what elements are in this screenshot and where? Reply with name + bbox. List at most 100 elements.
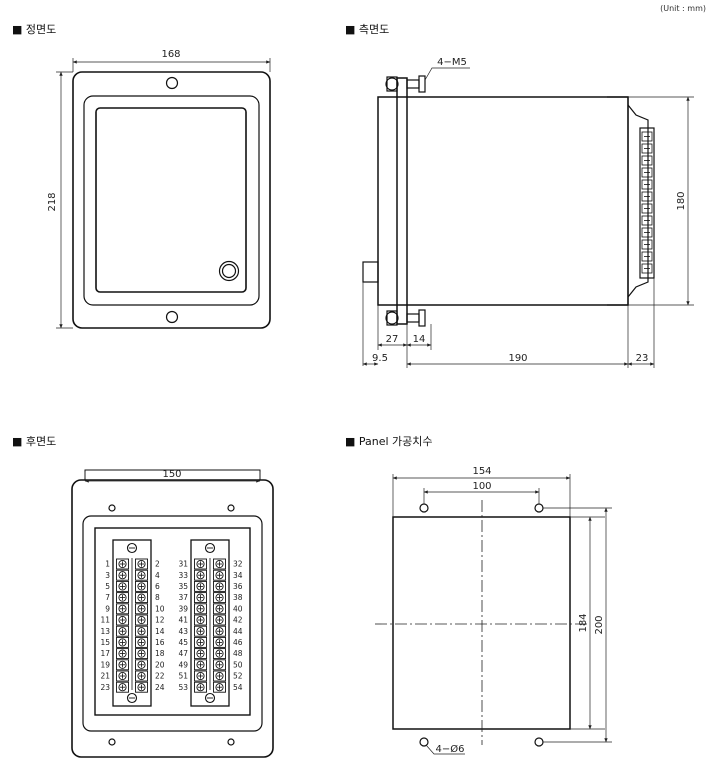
terminal-number: 21 <box>100 672 110 681</box>
terminal-number: 2 <box>155 560 160 569</box>
terminal-number: 47 <box>178 649 188 658</box>
terminal-screw-icon <box>215 571 224 580</box>
side-terminal-screw <box>641 203 653 214</box>
terminal-number: 22 <box>155 672 165 681</box>
terminal-screw-icon <box>118 571 127 580</box>
side-dim-190: 190 <box>508 353 527 364</box>
unit-label: (Unit : mm) <box>660 4 706 13</box>
terminal-screw-icon <box>137 660 146 669</box>
section-title-front: ■ 정면도 <box>12 23 56 36</box>
terminal-number: 51 <box>178 672 188 681</box>
side-terminal-screw <box>641 179 653 190</box>
terminal-number: 5 <box>105 582 110 591</box>
side-terminal-screw <box>641 155 653 166</box>
side-terminal-screw <box>641 227 653 238</box>
terminal-screw-icon <box>215 615 224 625</box>
terminal-number: 49 <box>178 660 188 669</box>
front-width-dim: 168 <box>161 49 180 60</box>
side-terminal-screw <box>641 263 653 274</box>
panel-dim-100: 100 <box>472 481 491 492</box>
side-dim-9-5: 9.5 <box>372 353 388 364</box>
side-height-dim: 180 <box>676 191 687 210</box>
section-title-panel: ■ Panel 가공치수 <box>345 435 433 448</box>
terminal-screw-icon <box>215 683 224 692</box>
terminal-screw-icon <box>137 683 146 692</box>
terminal-number: 11 <box>100 616 110 625</box>
terminal-number: 1 <box>105 560 110 569</box>
panel-centerlines <box>375 500 590 745</box>
terminal-screw-icon <box>118 649 127 658</box>
terminal-number: 33 <box>178 571 188 580</box>
terminal-number: 7 <box>105 593 110 602</box>
terminal-screw-icon <box>118 615 127 625</box>
terminal-number: 44 <box>233 627 243 636</box>
terminal-number: 20 <box>155 660 165 669</box>
terminal-screw-icon <box>215 582 224 591</box>
side-dim-27: 27 <box>386 334 399 345</box>
terminal-number: 50 <box>233 660 243 669</box>
side-terminal-screw <box>641 215 653 226</box>
side-terminal-screw <box>641 167 653 178</box>
rear-view <box>71 469 274 758</box>
terminal-screw-icon <box>196 571 205 580</box>
terminal-number: 15 <box>100 638 110 647</box>
terminal-screw-icon <box>118 604 127 613</box>
panel-dimensions <box>392 474 612 755</box>
side-terminal-screw <box>641 191 653 202</box>
terminal-screw-icon <box>118 627 127 636</box>
terminal-number: 4 <box>155 571 160 580</box>
terminal-screw-icon <box>215 660 224 669</box>
terminal-number: 18 <box>155 649 165 658</box>
terminal-number: 31 <box>178 560 188 569</box>
terminal-number: 37 <box>178 593 188 602</box>
terminal-number: 17 <box>100 649 110 658</box>
terminal-screw-icon <box>196 683 205 692</box>
terminal-number: 40 <box>233 604 243 613</box>
terminal-block-body <box>190 539 230 707</box>
terminal-number: 23 <box>100 683 110 692</box>
terminal-number: 52 <box>233 672 243 681</box>
terminal-screw-icon <box>196 604 205 613</box>
terminal-number: 53 <box>178 683 188 692</box>
front-height-dim: 218 <box>47 192 58 211</box>
side-terminal-screw <box>641 131 653 142</box>
terminal-number: 19 <box>100 660 110 669</box>
side-terminal-screw <box>641 239 653 250</box>
terminal-number: 36 <box>233 582 243 591</box>
terminal-screw-icon <box>215 627 224 636</box>
side-dim-14: 14 <box>413 334 426 345</box>
terminal-number: 42 <box>233 616 243 625</box>
terminal-number: 3 <box>105 571 110 580</box>
side-terminal-screw <box>641 251 653 262</box>
terminal-number: 6 <box>155 582 160 591</box>
panel-cutout <box>392 503 571 747</box>
section-title-rear: ■ 후면도 <box>12 435 56 448</box>
terminal-screw-icon <box>118 593 127 602</box>
terminal-number: 8 <box>155 593 160 602</box>
terminal-screw-icon <box>196 671 205 681</box>
rear-dimensions <box>84 472 261 483</box>
panel-dim-154: 154 <box>472 466 491 477</box>
terminal-number: 13 <box>100 627 110 636</box>
terminal-screw-icon <box>196 627 205 636</box>
terminal-block-body <box>112 539 152 707</box>
terminal-number: 24 <box>155 683 165 692</box>
terminal-number: 35 <box>178 582 188 591</box>
terminal-number: 32 <box>233 560 243 569</box>
terminal-number: 14 <box>155 627 165 636</box>
terminal-number: 54 <box>233 683 243 692</box>
terminal-number: 9 <box>105 604 110 613</box>
terminal-screw-icon <box>137 571 146 580</box>
terminal-screw-icon <box>137 615 146 625</box>
terminal-number: 43 <box>178 627 188 636</box>
terminal-number: 48 <box>233 649 243 658</box>
terminal-screw-icon <box>215 649 224 658</box>
terminal-number: 45 <box>178 638 188 647</box>
terminal-screw-icon <box>196 593 205 602</box>
panel-holes-label: 4−Ø6 <box>436 743 465 755</box>
terminal-number: 39 <box>178 604 188 613</box>
terminal-screw-icon <box>196 559 205 569</box>
side-dim-23: 23 <box>636 353 649 364</box>
